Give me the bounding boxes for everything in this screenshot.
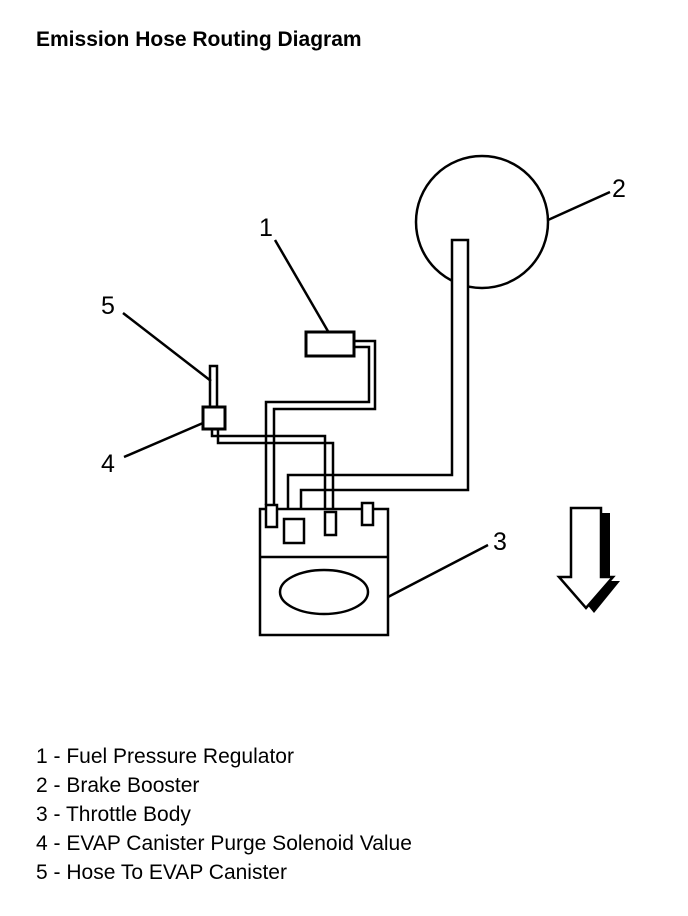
callout-2: 2 <box>612 175 626 203</box>
legend-list: 1 - Fuel Pressure Regulator 2 - Brake Bo… <box>36 742 412 887</box>
throttle-body-fitting-right <box>360 501 375 527</box>
legend-separator: - <box>47 832 67 855</box>
legend-label: EVAP Canister Purge Solenoid Value <box>66 832 412 855</box>
legend-separator: - <box>47 774 67 797</box>
leader-line-4 <box>123 421 204 459</box>
leader-line-2 <box>547 190 611 222</box>
callout-5: 5 <box>101 292 115 320</box>
legend-separator: - <box>47 803 66 826</box>
legend-label: Throttle Body <box>65 803 191 826</box>
legend-separator: - <box>47 745 67 768</box>
leader-line-5 <box>122 312 212 382</box>
legend-item: 5 - Hose To EVAP Canister <box>36 858 412 887</box>
leader-line-1 <box>273 239 331 334</box>
fuel-pressure-regulator-shape <box>304 330 356 358</box>
legend-key: 2 <box>36 774 48 797</box>
legend-label: Brake Booster <box>66 774 200 797</box>
leader-line-3 <box>387 543 489 599</box>
legend-item: 2 - Brake Booster <box>36 771 412 800</box>
callout-3: 3 <box>493 528 507 556</box>
throttle-body-fitting-large <box>282 517 306 545</box>
legend-key: 1 <box>36 745 48 768</box>
legend-key: 3 <box>36 803 48 826</box>
throttle-body-fitting-middle <box>323 510 338 537</box>
throttle-body-bore <box>278 568 370 616</box>
evap-purge-solenoid-shape <box>201 405 227 431</box>
legend-item: 4 - EVAP Canister Purge Solenoid Value <box>36 829 412 858</box>
legend-item: 1 - Fuel Pressure Regulator <box>36 742 412 771</box>
legend-separator: - <box>47 861 67 884</box>
legend-key: 5 <box>36 861 48 884</box>
throttle-body-fitting-left <box>264 503 279 529</box>
front-direction-arrow <box>556 506 620 613</box>
legend-label: Fuel Pressure Regulator <box>66 745 294 768</box>
callout-1: 1 <box>259 214 273 242</box>
legend-key: 4 <box>36 832 48 855</box>
brake-booster-shape <box>414 154 550 290</box>
purge-solenoid-hose <box>210 429 335 515</box>
diagram-title: Emission Hose Routing Diagram <box>36 28 362 51</box>
callout-4: 4 <box>101 450 115 478</box>
legend-item: 3 - Throttle Body <box>36 800 412 829</box>
evap-canister-hose-shape <box>208 364 219 410</box>
legend-label: Hose To EVAP Canister <box>66 861 287 884</box>
brake-booster-hose <box>286 238 470 522</box>
